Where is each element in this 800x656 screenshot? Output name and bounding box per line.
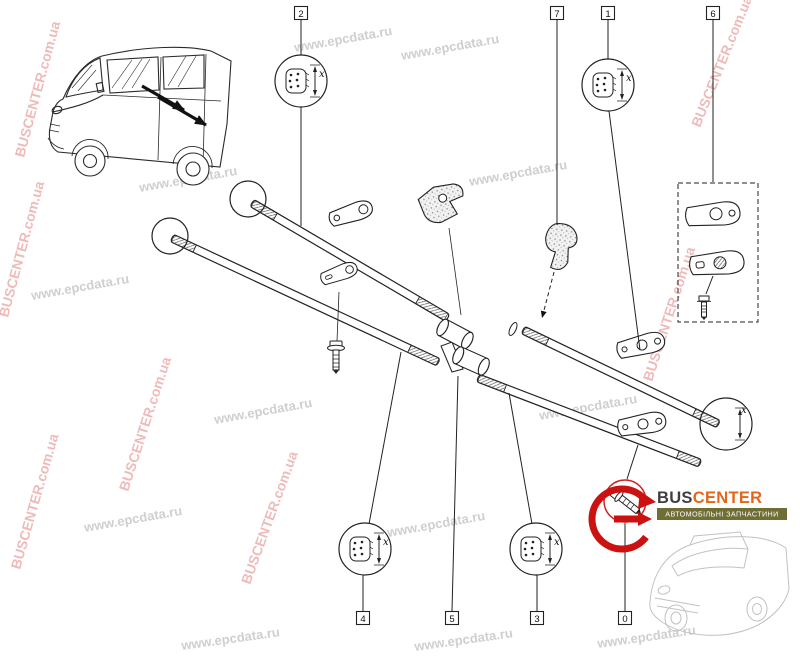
bar-end-detail-left-lower xyxy=(151,217,189,255)
centre-coupling xyxy=(436,318,518,376)
watermark-text: BUSCENTER.com.ua xyxy=(8,432,62,571)
footer-van-sketch xyxy=(649,531,790,636)
anchor-plate-2 xyxy=(320,261,358,286)
callout-label: 7 xyxy=(554,9,559,20)
dimension-label: x xyxy=(554,537,560,548)
kit-plate-a xyxy=(685,201,741,227)
dimension-label: x xyxy=(383,537,389,548)
bar-end-detail-left-upper xyxy=(229,180,267,218)
watermark-text: www.epcdata.ru xyxy=(399,31,500,63)
callout-1: 1 xyxy=(600,5,616,21)
anchor-plate-6 xyxy=(617,411,667,437)
brand-tagline-bar xyxy=(657,508,787,520)
callout-label: 5 xyxy=(449,614,454,625)
bar-end-detail-right xyxy=(699,397,753,451)
clamp-bracket-centre xyxy=(417,183,464,224)
callout-5: 5 xyxy=(444,610,460,626)
kit-box xyxy=(677,182,759,323)
callout-label: 3 xyxy=(534,614,539,625)
watermark-text: www.epcdata.ru xyxy=(595,622,696,651)
watermark-text: BUSCENTER.com.ua xyxy=(688,0,755,129)
watermark-text: www.epcdata.ru xyxy=(385,508,486,540)
brand-tagline: АВТОМОБІЛЬНІ ЗАПЧАСТИНИ xyxy=(665,510,778,519)
callout-label: 1 xyxy=(605,9,610,20)
pointer-arrow xyxy=(141,84,185,112)
callout-0: 0 xyxy=(617,610,633,626)
callout-7: 7 xyxy=(549,5,565,21)
callout-6: 6 xyxy=(705,5,721,21)
cross-section-detail-3 xyxy=(509,522,563,576)
kit-plate-b xyxy=(689,250,745,276)
brand-logo-text: BUSCENTER xyxy=(657,489,762,507)
torsion-bar-lower-right xyxy=(476,374,702,468)
callout-label: 6 xyxy=(710,9,715,20)
watermark-text: www.epcdata.ru xyxy=(82,503,183,535)
anchor-plate-1 xyxy=(328,200,373,227)
pointer-arrow xyxy=(157,95,207,127)
clamp-bracket-7 xyxy=(545,223,578,270)
watermark-text: www.epcdata.ru xyxy=(412,625,513,654)
callout-label: 4 xyxy=(360,614,365,625)
callout-label: 2 xyxy=(298,9,303,20)
dimension-label: x xyxy=(626,73,632,84)
callout-3: 3 xyxy=(529,610,545,626)
dimension-label: x xyxy=(319,69,325,80)
watermark-text: www.epcdata.ru xyxy=(467,157,568,189)
torsion-bar-lower-left xyxy=(170,234,440,366)
torsion-bar-upper-right xyxy=(521,326,720,428)
mount-bolt xyxy=(327,340,345,374)
cross-section-detail-1 xyxy=(581,58,635,112)
watermark-text: www.epcdata.ru xyxy=(179,624,280,653)
dimension-label: x xyxy=(741,405,747,416)
watermark-text: www.epcdata.ru xyxy=(29,271,130,303)
brand-logo-symbol xyxy=(588,485,656,553)
cross-section-detail-4 xyxy=(338,522,392,576)
cross-section-detail-2 xyxy=(274,54,328,108)
torsion-bar-upper-left xyxy=(250,199,450,321)
callout-4: 4 xyxy=(355,610,371,626)
callout-2: 2 xyxy=(293,5,309,21)
anchor-plate-5 xyxy=(616,331,666,359)
kit-screw xyxy=(697,295,711,320)
vehicle-illustration xyxy=(47,46,232,186)
watermark-text: www.epcdata.ru xyxy=(212,395,313,427)
callout-label: 0 xyxy=(622,614,627,625)
leader-lines xyxy=(300,20,714,612)
brand-logo: BUSCENTER АВТОМОБІЛЬНІ ЗАПЧАСТИНИ xyxy=(588,485,787,553)
watermark-text: BUSCENTER.com.ua xyxy=(238,449,301,586)
watermark-text: www.epcdata.ru xyxy=(292,23,393,55)
watermark-text: BUSCENTER.com.ua xyxy=(116,355,175,493)
